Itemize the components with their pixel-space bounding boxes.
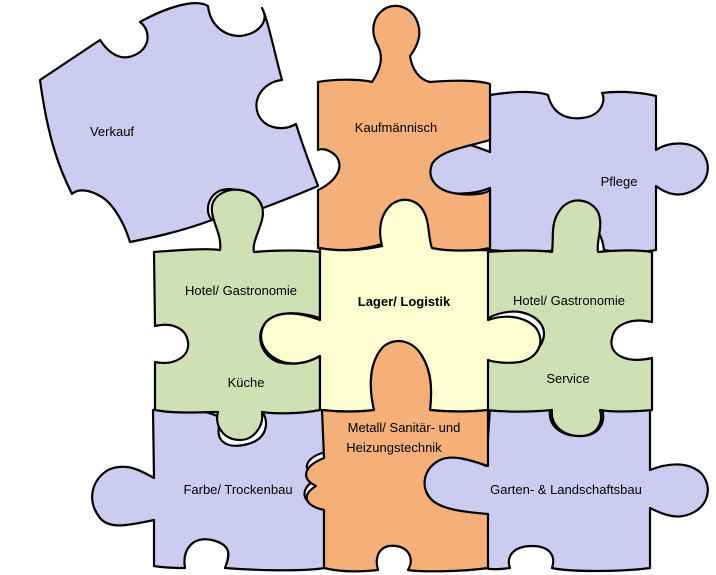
piece-label-pflege: Pflege xyxy=(601,174,638,189)
puzzle-piece-hotel-kueche xyxy=(152,188,322,442)
puzzle-piece-verkauf xyxy=(38,2,320,244)
piece-label-kaufmaennisch: Kaufmännisch xyxy=(355,120,437,135)
piece-label-hotel-kueche-top: Hotel/ Gastronomie xyxy=(185,283,297,298)
puzzle-piece-farbe-trockenbau xyxy=(91,404,327,572)
piece-label-garten-landschaftsbau: Garten- & Landschaftsbau xyxy=(490,482,642,497)
piece-label-farbe-trockenbau: Farbe/ Trockenbau xyxy=(183,482,292,497)
piece-label-metall-line1: Metall/ Sanitär- und xyxy=(348,420,461,435)
puzzle-piece-metall-sanitaer xyxy=(305,339,490,573)
piece-label-lager-logistik: Lager/ Logistik xyxy=(358,294,451,309)
piece-label-verkauf: Verkauf xyxy=(90,124,134,139)
piece-label-hotel-kueche-bottom: Küche xyxy=(228,375,265,390)
piece-label-hotel-service-bottom: Service xyxy=(546,371,589,386)
piece-label-metall-line2: Heizungstechnik xyxy=(346,440,442,455)
piece-label-hotel-service-top: Hotel/ Gastronomie xyxy=(513,293,625,308)
